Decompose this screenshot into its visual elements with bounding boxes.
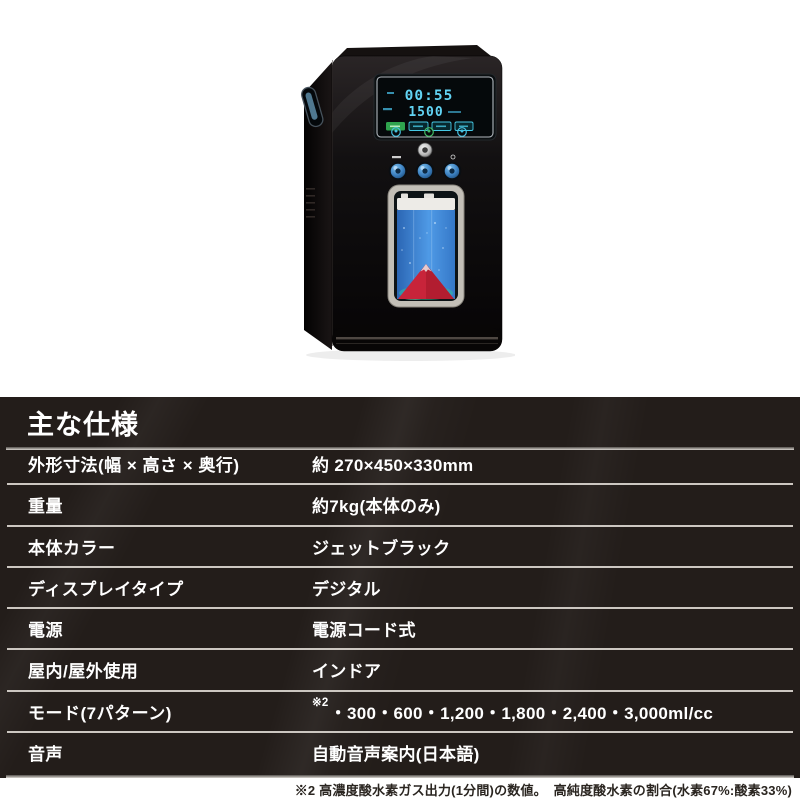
spec-value: 約 270×450×330mm [312,451,800,476]
spec-value: ジェットブラック [312,534,800,559]
spec-row-display-type: ディスプレイタイプ デジタル [0,568,800,607]
product-photo: 00:55 1500 [283,38,516,368]
timer-readout: 00:55 [405,88,454,104]
footnote-marker: ※2 [312,696,329,709]
spec-value: 自動音声案内(日本語) [312,740,800,765]
spec-value-text: ・300・600・1,200・1,800・2,400・3,000ml/cc [329,703,714,723]
timer-label-dash [387,92,394,94]
flow-readout: 1500 [408,105,443,120]
spec-value-text: 自動音声案内(日本語) [312,744,480,764]
row-divider [7,483,793,486]
device-base [332,328,502,351]
right-knob-label [450,154,456,160]
gloss-highlight [332,56,473,133]
spec-value-text: 電源コード式 [312,621,416,641]
spec-label: 重量 [28,497,63,517]
row-divider [7,730,793,733]
spec-label: ディスプレイタイプ [28,579,184,599]
tank-cap-nub [424,193,434,199]
device-side-panel [304,62,332,350]
spec-label: モード(7パターン) [28,703,172,723]
spec-value-text: ジェットブラック [312,538,451,558]
spec-row-weight: 重量 約7kg(本体のみ) [0,485,800,524]
control-knobs [388,161,462,181]
spec-value: デジタル [312,575,800,600]
spec-value-text: インドア [312,662,382,682]
mount-fuji-graphic [398,264,454,299]
header-divider [6,447,794,450]
row-divider [7,565,793,568]
spec-row-voice: 音声 自動音声案内(日本語) [0,733,800,772]
panel-bottom-divider [6,775,794,778]
row-divider [7,689,793,692]
tank-cap-nub [401,193,408,199]
row-divider [7,648,793,651]
spec-row-dimensions: 外形寸法(幅 × 高さ × 奥行) 約 270×450×330mm [0,444,800,483]
spec-label: 屋内/屋外使用 [28,662,139,682]
spec-footnote: ※2 高濃度酸水素ガス出力(1分間)の数値。 高純度酸水素の割合(水素67%:酸… [294,783,792,798]
spec-rows: 外形寸法(幅 × 高さ × 奥行) 約 270×450×330mm 重量 約7k… [0,444,800,772]
flow-label-dash [383,108,392,111]
spec-label: 外形寸法(幅 × 高さ × 奥行) [28,456,240,476]
spec-value: インドア [312,657,800,682]
spec-row-body-color: 本体カラー ジェットブラック [0,527,800,566]
spec-value-text: 約7kg(本体のみ) [312,497,441,517]
row-divider [7,607,793,609]
spec-value: 電源コード式 [312,616,800,641]
spec-label: 音声 [28,744,63,764]
spec-label: 電源 [28,621,63,641]
spec-value-text: デジタル [312,579,381,599]
spec-value: 約7kg(本体のみ) [312,492,800,517]
spec-value-text: 約 270×450×330mm [312,456,474,476]
water-tank-window [387,184,465,308]
tank-lid [397,198,455,210]
spec-label: 本体カラー [28,538,116,558]
floor-shadow [306,349,516,361]
device-display: 00:55 1500 [373,73,497,141]
side-handle [301,86,324,128]
spec-row-indoor-outdoor: 屋内/屋外使用 インドア [0,650,800,689]
spec-row-modes: モード(7パターン) ※2・300・600・1,200・1,800・2,400・… [0,692,800,731]
spec-value: ※2・300・600・1,200・1,800・2,400・3,000ml/cc [312,696,800,724]
chrome-key-button [417,142,433,158]
spec-title: 主な仕様 [27,410,139,440]
touch-icons [391,127,467,137]
hydrogen-generator-illustration: 00:55 1500 [301,45,516,361]
spec-panel: 主な仕様 外形寸法(幅 × 高さ × 奥行) 約 270×450×330mm 重… [0,397,800,778]
side-vents [306,188,315,218]
spec-row-power: 電源 電源コード式 [0,609,800,648]
left-knob-label [392,156,401,159]
row-divider [7,524,793,527]
flow-unit-dash [448,111,461,113]
